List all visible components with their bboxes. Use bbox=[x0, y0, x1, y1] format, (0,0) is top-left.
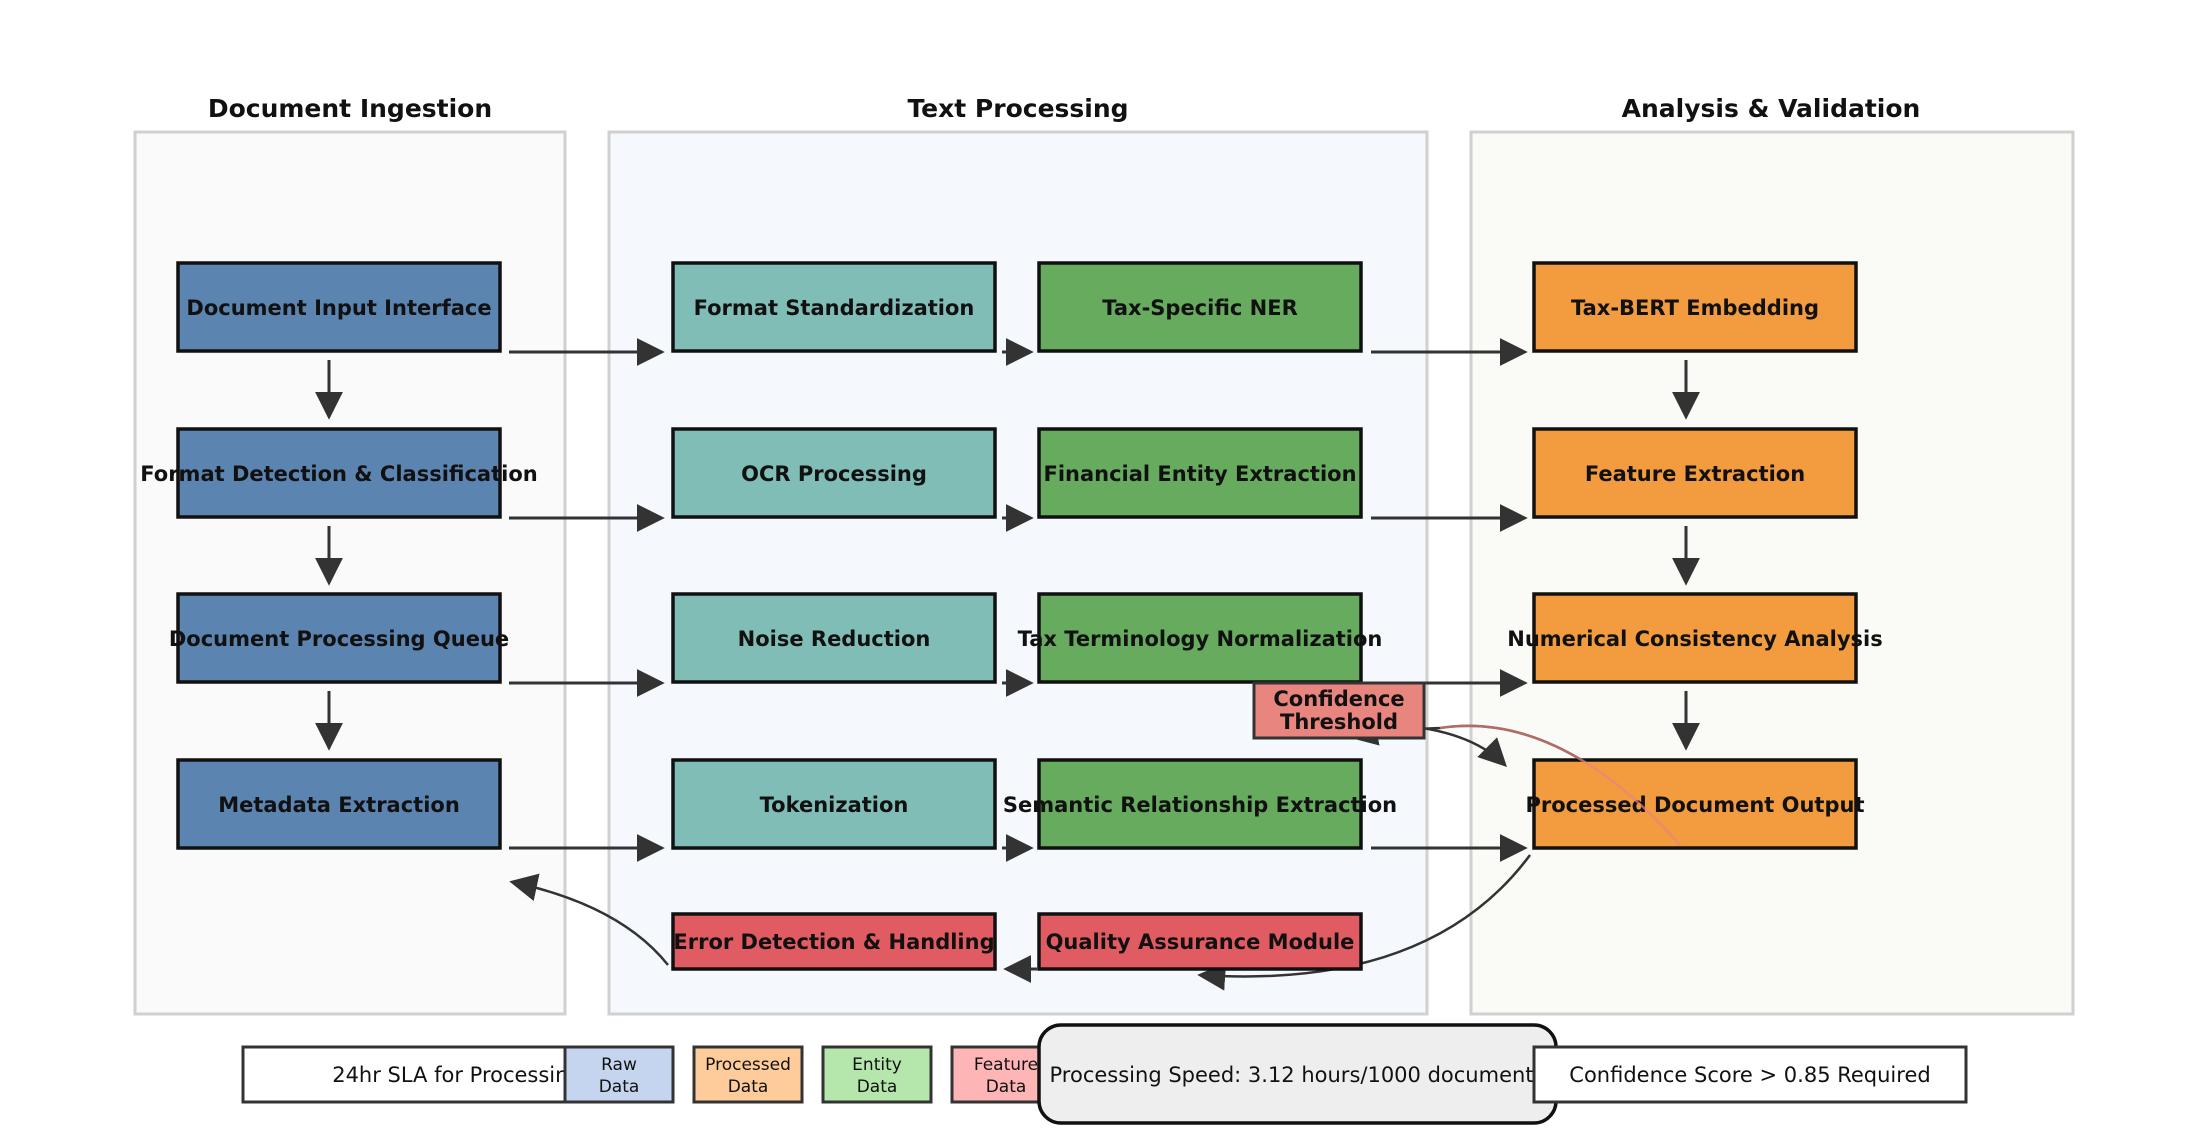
node-tax-specific-ner[interactable] bbox=[1037, 261, 1363, 353]
confidence-score-text: Confidence Score > 0.85 Required bbox=[1569, 1063, 1930, 1087]
node-error-detection[interactable] bbox=[671, 912, 997, 971]
node-label: Financial Entity Extraction bbox=[1043, 462, 1356, 486]
legend-raw-line-2: Data bbox=[599, 1077, 640, 1097]
legend: 24hr SLA for Processing Raw Data Process… bbox=[241, 1023, 1968, 1125]
node-label: Format Detection & Classification bbox=[140, 462, 537, 486]
node-document-processing-queue[interactable] bbox=[176, 592, 502, 684]
confidence-label-line-1: Confidence bbox=[1273, 687, 1404, 711]
node-confidence-threshold[interactable] bbox=[1252, 681, 1426, 740]
sla-text: 24hr SLA for Processing bbox=[332, 1063, 582, 1087]
legend-processed-line-1: Processed bbox=[705, 1055, 791, 1075]
node-label: Feature Extraction bbox=[1585, 462, 1805, 486]
node-semantic-relationship-extraction[interactable] bbox=[1037, 758, 1363, 850]
legend-processed-data bbox=[692, 1045, 804, 1104]
node-label: Numerical Consistency Analysis bbox=[1507, 627, 1882, 651]
node-label: Tax-BERT Embedding bbox=[1571, 296, 1819, 320]
speed-text: Processing Speed: 3.12 hours/1000 docume… bbox=[1050, 1063, 1545, 1087]
analysis-nodes: Tax-BERT Embedding Feature Extraction Nu… bbox=[1507, 261, 1883, 850]
arrow-processed-to-qa bbox=[1197, 854, 1532, 991]
node-feature-extraction[interactable] bbox=[1532, 427, 1858, 519]
lane-title-analysis: Analysis & Validation bbox=[1622, 94, 1921, 123]
node-metadata-extraction[interactable] bbox=[176, 758, 502, 850]
legend-feature-line-1: Feature bbox=[974, 1055, 1038, 1075]
lane-title-ingestion: Document Ingestion bbox=[208, 94, 492, 123]
confidence-label-line-2: Threshold bbox=[1280, 710, 1398, 734]
node-format-detection[interactable] bbox=[176, 427, 502, 519]
node-quality-assurance[interactable] bbox=[1037, 912, 1363, 971]
legend-entity-data bbox=[821, 1045, 933, 1104]
node-label: Tokenization bbox=[760, 793, 909, 817]
legend-feature-line-2: Data bbox=[986, 1077, 1027, 1097]
node-label: Processed Document Output bbox=[1526, 793, 1865, 817]
node-tax-bert-embedding[interactable] bbox=[1532, 261, 1858, 353]
lane-title-text-processing: Text Processing bbox=[907, 94, 1128, 123]
legend-raw-line-1: Raw bbox=[601, 1055, 637, 1075]
node-processed-document-output[interactable] bbox=[1532, 758, 1858, 850]
node-label: OCR Processing bbox=[741, 462, 927, 486]
node-label: Document Processing Queue bbox=[169, 627, 509, 651]
node-label: Noise Reduction bbox=[738, 627, 931, 651]
node-format-standardization[interactable] bbox=[671, 261, 997, 353]
node-label: Tax-Specific NER bbox=[1102, 296, 1298, 320]
node-numerical-consistency[interactable] bbox=[1532, 592, 1858, 684]
node-financial-entity-extraction[interactable] bbox=[1037, 427, 1363, 519]
node-ocr-processing[interactable] bbox=[671, 427, 997, 519]
node-label: Metadata Extraction bbox=[218, 793, 460, 817]
node-label: Document Input Interface bbox=[186, 296, 491, 320]
ingestion-nodes: Document Input Interface Format Detectio… bbox=[140, 261, 538, 850]
node-label: Semantic Relationship Extraction bbox=[1003, 793, 1397, 817]
node-label: Tax Terminology Normalization bbox=[1018, 627, 1383, 651]
node-label: Quality Assurance Module bbox=[1046, 930, 1355, 954]
node-label: Format Standardization bbox=[694, 296, 975, 320]
node-tax-terminology-normalization[interactable] bbox=[1037, 592, 1363, 684]
text-processing-nodes: Format Standardization OCR Processing No… bbox=[671, 261, 1397, 971]
legend-raw-data bbox=[563, 1045, 675, 1104]
node-document-input-interface[interactable] bbox=[176, 261, 502, 353]
node-tokenization[interactable] bbox=[671, 758, 997, 850]
legend-entity-line-1: Entity bbox=[852, 1055, 902, 1075]
arrow-error-to-metadata bbox=[509, 873, 669, 966]
confidence-score-box bbox=[1532, 1045, 1968, 1104]
legend-entity-line-2: Data bbox=[857, 1077, 898, 1097]
legend-processed-line-2: Data bbox=[728, 1077, 769, 1097]
confidence-highlight-curve bbox=[1439, 724, 1681, 846]
node-noise-reduction[interactable] bbox=[671, 592, 997, 684]
node-label: Error Detection & Handling bbox=[673, 930, 994, 954]
